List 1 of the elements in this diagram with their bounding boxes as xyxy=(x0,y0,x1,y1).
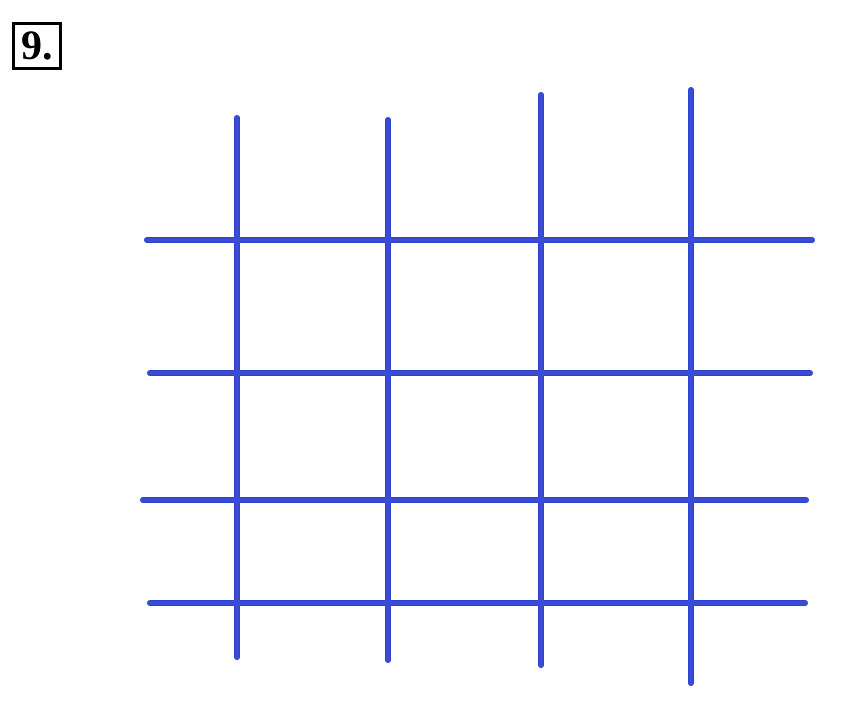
exercise-number: 9. xyxy=(12,22,62,70)
